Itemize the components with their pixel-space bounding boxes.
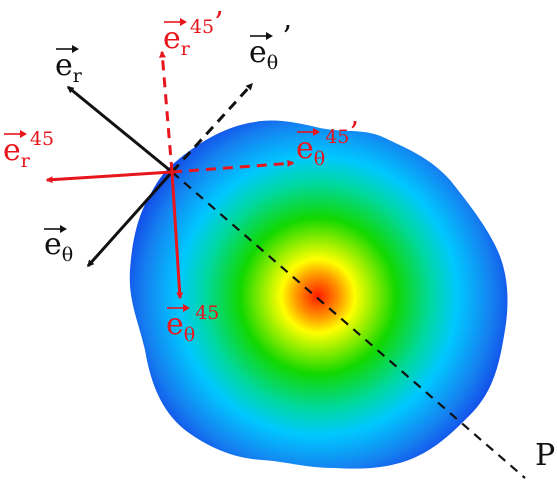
label-e-r45: er45 — [3, 128, 54, 172]
label-e-r45-prime: er45’ — [163, 6, 224, 60]
e-theta-vector — [86, 171, 174, 268]
dashed-line-to-p — [171, 171, 526, 479]
e-r-vector — [66, 85, 173, 174]
e-theta45-prime-vector — [171, 159, 295, 174]
label-e-theta45: eθ45 — [166, 302, 219, 346]
e-theta45-vector — [170, 171, 184, 300]
label-e-theta45-prime: eθ45’ — [296, 116, 359, 170]
label-overarrows — [4, 18, 320, 312]
label-e-r: er — [55, 48, 83, 87]
e-r45-prime-vector — [158, 50, 174, 173]
label-e-theta: eθ — [44, 227, 73, 266]
e-r45-vector — [45, 170, 173, 184]
label-e-theta-prime: eθ’ — [249, 20, 292, 74]
intensity-disk — [129, 120, 508, 469]
e-theta-prime-vector — [170, 82, 254, 174]
label-p: P — [535, 438, 555, 473]
